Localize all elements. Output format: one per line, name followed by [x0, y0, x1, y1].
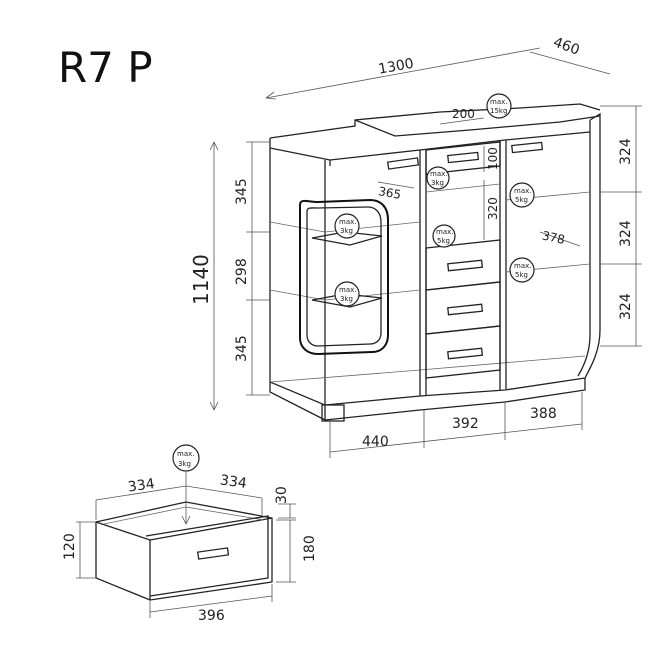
svg-text:5kg: 5kg	[437, 237, 450, 245]
glass-shelf-2	[311, 293, 383, 308]
right-door-handle	[511, 141, 544, 154]
dim-line-365	[377, 181, 415, 189]
left-plinth	[269, 382, 326, 421]
load-badge-top: max. 15kg	[486, 93, 512, 119]
svg-text:3kg: 3kg	[178, 460, 191, 468]
top-shelf-edge	[354, 115, 601, 137]
dim-left-h3: 345	[234, 335, 250, 362]
load-badge-right-lower: max. 5kg	[509, 257, 535, 283]
dim-bottom-w2: 392	[452, 416, 479, 432]
dim-bottom-w3: 388	[530, 406, 557, 422]
glass-door-inner	[306, 206, 382, 347]
svg-text:max.: max.	[339, 286, 356, 294]
drawer-2-handle	[447, 303, 484, 316]
dim-line-378	[539, 231, 581, 247]
plinth-foot	[321, 404, 345, 422]
svg-text:5kg: 5kg	[515, 271, 528, 279]
cabinet-top-edge	[269, 103, 601, 139]
svg-text:max.: max.	[490, 98, 507, 106]
left-door-handle	[386, 157, 420, 170]
svg-text:15kg: 15kg	[490, 107, 507, 115]
dim-shelf-width: 365	[377, 184, 402, 202]
dim-left-h2: 298	[234, 258, 250, 285]
svg-text:max.: max.	[514, 262, 531, 270]
drawer-detail	[76, 472, 296, 618]
dim-right-depth: 378	[541, 228, 566, 246]
svg-text:max.: max.	[430, 170, 447, 178]
dim-line-bottom	[329, 423, 583, 453]
dim-width: 1300	[377, 56, 415, 78]
cabinet	[269, 103, 601, 422]
svg-text:max.: max.	[177, 450, 194, 458]
drawer-3	[425, 325, 501, 379]
load-badge-drawer: max. 3kg	[172, 444, 200, 472]
load-badge-mid-top: max. 3kg	[426, 166, 450, 190]
drawer-3-handle	[447, 347, 484, 360]
model-title: R7 P	[58, 43, 153, 92]
svg-text:3kg: 3kg	[340, 295, 353, 303]
drawer-front-panel	[145, 515, 269, 597]
svg-text:max.: max.	[436, 228, 453, 236]
drawer-dim-h-left: 120	[62, 533, 78, 560]
dim-height: 1140	[189, 254, 213, 305]
load-badge-left-upper: max. 3kg	[334, 213, 360, 239]
glass-door	[299, 198, 389, 356]
drawer-top-edge	[95, 517, 273, 541]
svg-text:3kg: 3kg	[340, 227, 353, 235]
load-badge-right-upper: max. 5kg	[509, 182, 535, 208]
drawer-dim-side: 30	[274, 486, 290, 504]
svg-text:max.: max.	[514, 187, 531, 195]
front-top-edge	[329, 131, 591, 161]
load-badge-left-lower: max. 3kg	[334, 281, 360, 307]
top-front-edge	[269, 138, 331, 166]
dim-left-h1: 345	[234, 178, 250, 205]
dim-line-width	[265, 47, 541, 99]
dim-depth: 460	[551, 34, 582, 58]
dim-right-h3: 324	[618, 293, 634, 320]
top-drawer-handle	[447, 151, 480, 164]
dim-line-200	[439, 117, 485, 125]
drawer-dim-right	[276, 519, 296, 583]
bottom-front-edge	[324, 377, 586, 406]
dim-line-depth	[529, 51, 611, 75]
drawer-dim-bottom-text: 396	[198, 608, 225, 624]
drawer-1-handle	[447, 259, 484, 272]
drawer-handle	[196, 547, 230, 560]
svg-text:3kg: 3kg	[431, 179, 444, 187]
right-side-panel	[584, 112, 601, 379]
dim-top-drawer: 100	[486, 147, 500, 170]
drawer-dim-h-right: 180	[302, 535, 318, 562]
left-side-panel	[269, 148, 326, 420]
drawer-dim-w1: 334	[127, 476, 156, 496]
drawer-dim-w2: 334	[219, 472, 248, 492]
dim-bottom-w1: 440	[362, 434, 389, 450]
svg-text:max.: max.	[339, 218, 356, 226]
dim-right-h1: 324	[618, 138, 634, 165]
mid-shelf	[425, 183, 501, 193]
drawer-dim-bottom	[149, 584, 273, 618]
svg-text:5kg: 5kg	[515, 196, 528, 204]
glass-shelf-1	[311, 231, 383, 246]
drawer-dim-top	[95, 485, 263, 501]
dim-right-h2: 324	[618, 220, 634, 247]
dim-top-shelf: 200	[452, 107, 475, 121]
dim-mid-depth: 320	[486, 197, 500, 220]
drawer-dim-30	[278, 503, 296, 519]
dimension-lines	[209, 47, 642, 458]
right-front-edge	[577, 120, 591, 377]
drawer-dim-left	[76, 521, 96, 579]
load-badge-mid-shelf: max. 5kg	[432, 224, 456, 248]
top-drawer-front	[425, 141, 501, 175]
